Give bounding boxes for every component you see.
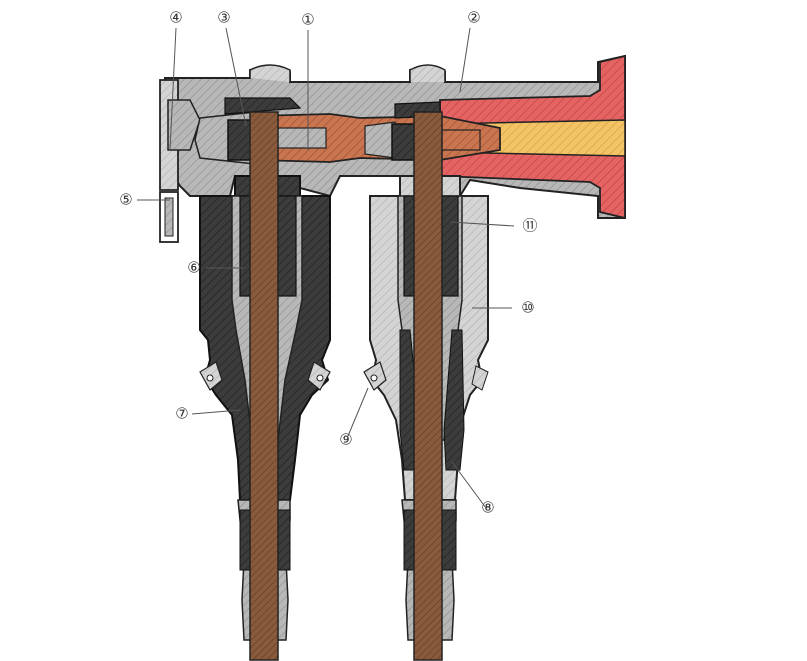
callout-label-7: ⑦	[175, 406, 188, 423]
callout-10: ⑩	[521, 300, 534, 317]
callout-label-11: ⑪	[522, 218, 537, 235]
callout-label-10: ⑩	[521, 300, 534, 317]
callout-label-8: ⑧	[481, 500, 494, 517]
callout-11: ⑪	[522, 218, 537, 235]
callout-label-1: ①	[301, 12, 314, 29]
callout-9: ⑨	[339, 432, 352, 449]
callout-label-6: ⑥	[187, 260, 200, 277]
callout-3: ③	[217, 10, 230, 27]
callout-2: ②	[467, 10, 480, 27]
callout-leaders	[137, 27, 515, 509]
callout-label-5: ⑤	[119, 192, 132, 209]
callout-label-4: ④	[169, 10, 182, 27]
callout-4: ④	[169, 10, 182, 27]
cable-termination-right	[363, 111, 489, 661]
callout-5: ⑤	[119, 192, 132, 209]
callout-label-9: ⑨	[339, 432, 352, 449]
callout-label-2: ②	[467, 10, 480, 27]
callout-7: ⑦	[175, 406, 188, 423]
callout-1: ①	[301, 12, 314, 29]
callout-label-3: ③	[217, 10, 230, 27]
callout-8: ⑧	[481, 500, 494, 517]
insulation-plate-left	[224, 97, 302, 115]
end-cap	[159, 79, 201, 243]
cable-termination-left	[199, 111, 331, 661]
callout-6: ⑥	[187, 260, 200, 277]
